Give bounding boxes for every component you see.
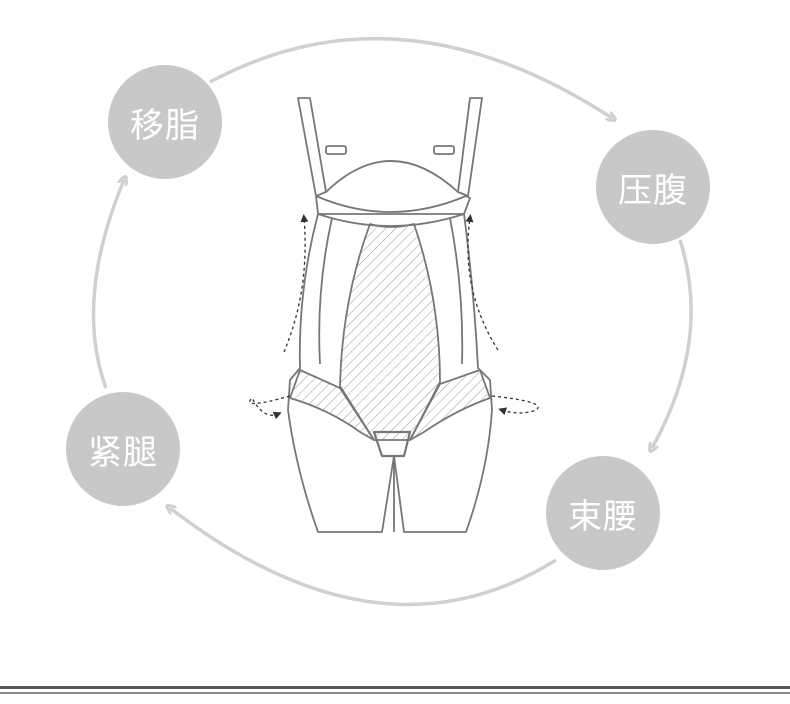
right-up-arrow [465,214,499,351]
left-strap-buckle [325,145,347,155]
right-side-panel [449,217,464,365]
badge-firm-legs: 紧腿 [66,392,180,506]
center-panel [339,223,441,441]
bust-band [315,195,471,227]
ring-arrow-bottom [170,508,557,607]
divider-line-bottom [0,692,790,694]
ring-arrow-right [652,239,693,448]
left-hip-band [289,369,375,441]
left-side-panel [318,217,333,365]
motion-arrows [249,214,539,420]
right-strap-buckle [433,145,455,155]
gusset [372,430,412,458]
left-up-arrow [283,214,309,353]
bodysuit-illustration [287,97,493,533]
neckline [325,160,459,193]
left-strap [297,97,327,197]
right-strap [457,97,483,197]
right-hip-band [409,369,491,441]
badge-move-fat: 移脂 [108,65,222,179]
left-wrap-arrow [249,395,291,420]
badge-press-belly: 压腹 [596,130,710,244]
torso-outline [287,213,493,533]
ring-arrow-top [209,36,612,118]
right-wrap-arrow [491,395,539,416]
divider-line-top [0,686,790,689]
ring-arrow-left [91,180,124,389]
cycle-ring [91,36,693,607]
badge-cinch-waist: 束腰 [546,456,660,570]
